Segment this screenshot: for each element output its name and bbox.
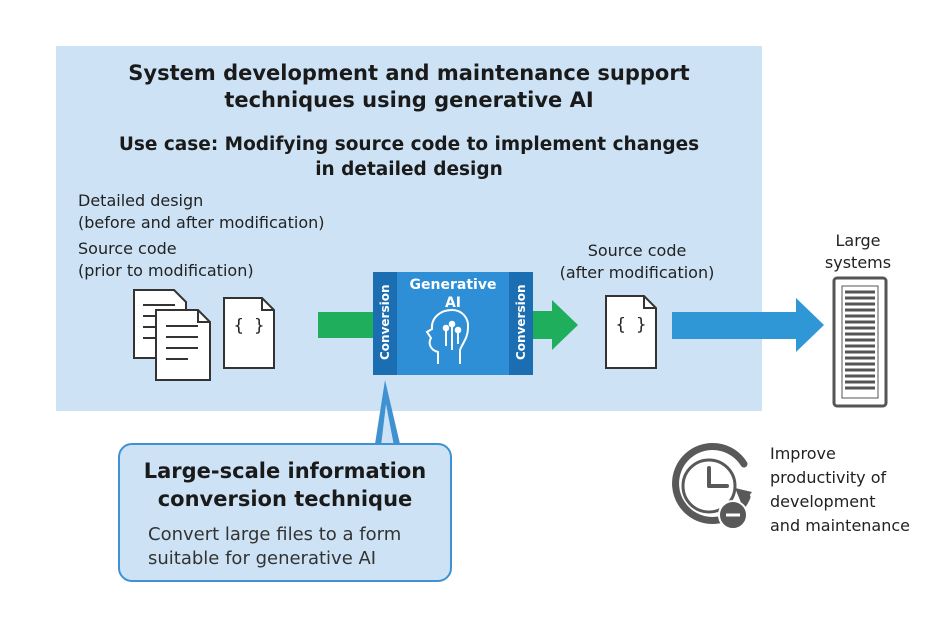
source-code-after-label: Source code (after modification) (559, 241, 715, 282)
callout-title: Large-scale information conversion techn… (143, 459, 427, 511)
source-code-before-label: Source code (prior to modification) (78, 239, 254, 280)
input-arrow (318, 312, 374, 338)
generative-ai-label: Generative AI (409, 277, 497, 311)
large-systems-label: Large systems (824, 231, 892, 272)
right-conversion-band (509, 272, 533, 375)
code-file-after-icon: { } (605, 295, 657, 369)
generative-ai-box (373, 272, 533, 375)
code-file-icon: { } (223, 297, 275, 369)
callout-pointer (375, 380, 400, 446)
benefit-label: Improve productivity of development and … (770, 444, 911, 535)
ai-head-icon (425, 308, 470, 364)
use-case-subtitle: Use case: Modifying source code to imple… (118, 134, 700, 180)
right-conversion-label: Conversion (514, 284, 528, 360)
server-rack-icon (832, 276, 888, 408)
detailed-design-label: Detailed design (before and after modifi… (78, 191, 325, 232)
main-title: System development and maintenance suppo… (128, 61, 690, 112)
code-glyph-after: { } (616, 315, 647, 335)
callout-box: Large-scale information conversion techn… (118, 443, 452, 582)
deploy-arrow (672, 298, 824, 352)
code-glyph: { } (234, 316, 265, 336)
callout-description: Convert large files to a form suitable f… (148, 524, 402, 569)
left-conversion-label: Conversion (378, 284, 392, 360)
clock-productivity-icon (672, 443, 752, 530)
output-arrow (533, 300, 578, 350)
left-conversion-band (373, 272, 397, 375)
document-stack-icon (133, 289, 211, 381)
